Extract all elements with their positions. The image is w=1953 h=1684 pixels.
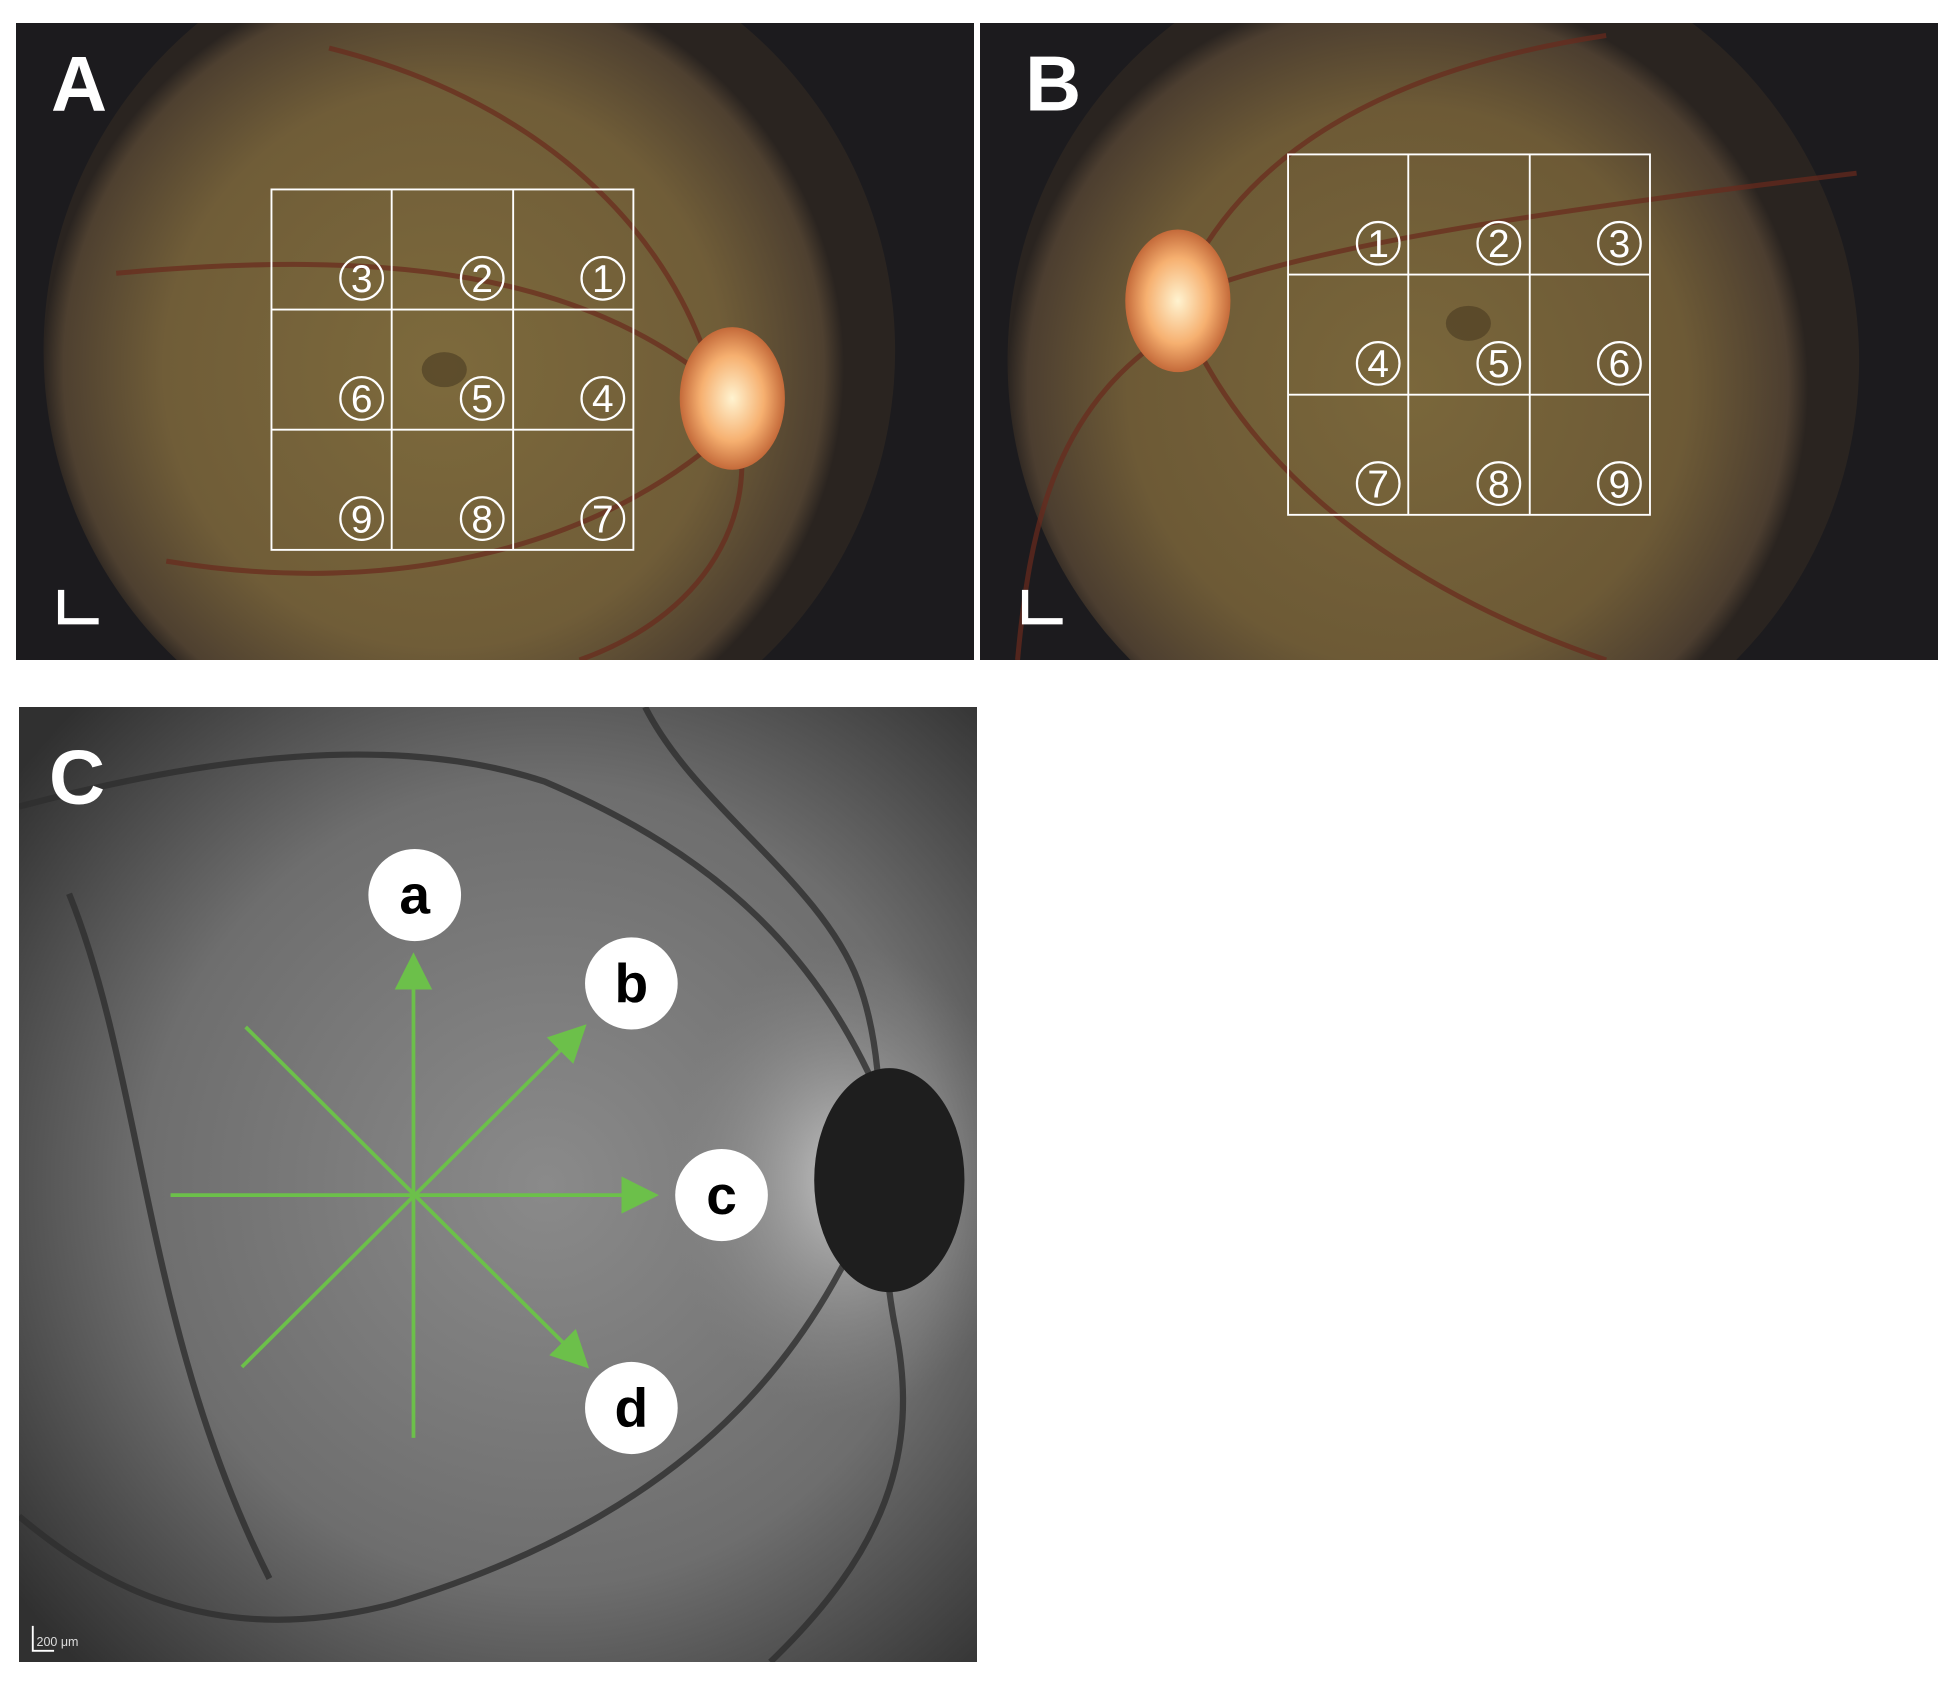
grid-number: 6 <box>351 378 373 421</box>
grid-number-circle <box>459 255 505 301</box>
grid-number: 2 <box>471 258 493 301</box>
grid-number: 4 <box>592 378 614 421</box>
panel-label-c: C <box>49 735 105 821</box>
grid-number-circle <box>580 255 626 301</box>
grid-number-circle <box>1597 220 1642 266</box>
grid-number-circle <box>580 496 626 541</box>
grid-number-circle <box>339 376 385 421</box>
fundus <box>1007 23 1859 660</box>
direction-label-c: c <box>675 1149 768 1242</box>
grid-number-circle <box>339 255 385 301</box>
optic-disc <box>814 1068 965 1293</box>
panel-c-infrared-image: a b c d C 200 μm <box>19 707 977 1662</box>
grid-number: 7 <box>592 498 614 541</box>
grid-number: 9 <box>351 498 373 541</box>
direction-label-d: d <box>585 1361 678 1455</box>
grid-number: 8 <box>471 498 493 541</box>
grid-number: 6 <box>1609 343 1631 386</box>
svg-text:d: d <box>615 1377 649 1439</box>
grid-3x3 <box>1287 153 1651 516</box>
arrow-d <box>244 1025 590 1369</box>
grid-number: 2 <box>1488 223 1510 266</box>
grid-number: 4 <box>1367 343 1389 386</box>
optic-disc <box>679 327 785 470</box>
grid-number-circle <box>1355 340 1401 386</box>
svg-text:b: b <box>615 952 649 1014</box>
grid-number: 9 <box>1609 463 1631 506</box>
grid-number: 7 <box>1367 463 1389 506</box>
scale-bar-label: 200 μm <box>37 1635 79 1649</box>
scale-bar <box>1021 589 1063 625</box>
svg-text:a: a <box>399 864 430 926</box>
grid-number-circle <box>1355 220 1401 266</box>
grid-3x3 <box>270 188 635 551</box>
grid-number-circle <box>339 496 385 541</box>
panel-b-fundus-photo: 1 2 3 4 5 6 7 8 9 B <box>980 23 1938 660</box>
grid-number-circle <box>1476 220 1522 266</box>
grid-number-circle <box>1476 340 1522 386</box>
direction-label-b: b <box>585 937 678 1030</box>
fovea <box>421 352 467 388</box>
svg-text:c: c <box>706 1164 737 1226</box>
fovea <box>1445 305 1491 341</box>
direction-arrows <box>170 952 659 1438</box>
arrow-b <box>240 1024 587 1369</box>
grid-number-circle <box>459 376 505 421</box>
blood-vessels <box>115 45 745 660</box>
grid-number: 3 <box>351 258 373 301</box>
grid-number: 1 <box>592 258 614 301</box>
grid-number: 3 <box>1609 223 1631 266</box>
optic-disc <box>1125 229 1231 373</box>
panel-a-fundus-photo: 3 2 1 6 5 4 9 8 7 A <box>16 23 974 660</box>
panel-label-b: B <box>1025 42 1081 128</box>
grid-number: 1 <box>1367 223 1389 266</box>
scale-bar <box>31 1625 55 1652</box>
grid-number: 5 <box>1488 343 1510 386</box>
direction-label-a: a <box>368 848 462 942</box>
panel-label-a: A <box>51 42 107 128</box>
scale-bar <box>57 589 99 625</box>
grid-number-circle <box>580 376 626 421</box>
grid-number-circle <box>1597 340 1642 386</box>
grid-number-circle <box>1597 461 1642 506</box>
grid-number-circle <box>1476 461 1522 506</box>
grid-number: 8 <box>1488 463 1510 506</box>
fundus <box>43 23 895 660</box>
grid-number-circle <box>1355 461 1401 506</box>
blood-vessels <box>1015 33 1857 660</box>
grid-number-circle <box>459 496 505 541</box>
grid-number: 5 <box>471 378 493 421</box>
